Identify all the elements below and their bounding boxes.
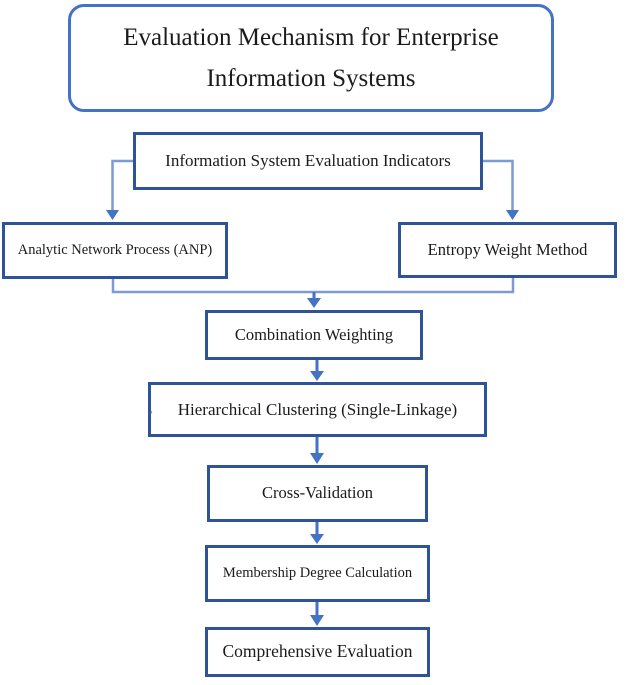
node-combination-weighting: Combination Weighting	[205, 310, 423, 360]
diagram-title: Evaluation Mechanism for Enterprise Info…	[123, 23, 499, 92]
node-label: Information System Evaluation Indicators	[165, 151, 451, 171]
node-label: Comprehensive Evaluation	[222, 641, 413, 662]
connector-merge	[111, 278, 515, 294]
arrowhead-anp	[106, 210, 119, 220]
node-information-system-evaluation-indicators: Information System Evaluation Indicators	[133, 132, 483, 190]
connector-indicators-to-entropy	[483, 159, 514, 211]
arrowhead-hierarchical	[310, 371, 324, 381]
node-comprehensive-evaluation: Comprehensive Evaluation	[205, 627, 430, 677]
arrowhead-combination	[307, 298, 321, 308]
arrowhead-membership	[310, 534, 324, 544]
node-label: Analytic Network Process (ANP)	[17, 242, 213, 259]
node-cross-validation: Cross-Validation	[207, 465, 428, 522]
arrowhead-comprehensive	[310, 615, 324, 626]
node-label-wrap: , Hierarchical Clustering (Single-Linkag…	[150, 399, 458, 420]
node-label: Membership Degree Calculation	[222, 565, 413, 582]
node-entropy-weight-method: Entropy Weight Method	[398, 222, 617, 278]
stray-comma-mark: ,	[149, 399, 154, 415]
node-membership-degree-calculation: Membership Degree Calculation	[205, 545, 430, 602]
connector-indicators-to-anp	[111, 159, 133, 211]
node-hierarchical-clustering: , Hierarchical Clustering (Single-Linkag…	[148, 382, 487, 437]
title-box: Evaluation Mechanism for Enterprise Info…	[68, 4, 554, 112]
arrowhead-crossval	[310, 453, 324, 464]
node-label: Combination Weighting	[234, 324, 394, 344]
node-analytic-network-process: Analytic Network Process (ANP)	[2, 222, 228, 279]
node-label: Cross-Validation	[262, 483, 373, 503]
arrowhead-entropy	[506, 210, 519, 220]
node-label: Hierarchical Clustering (Single-Linkage)	[177, 399, 458, 419]
node-label: Entropy Weight Method	[427, 239, 588, 259]
